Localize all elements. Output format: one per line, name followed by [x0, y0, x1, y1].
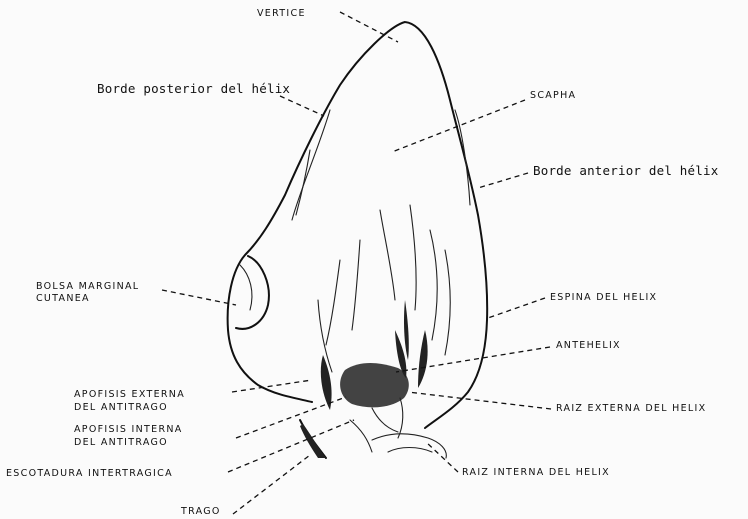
- leader-bolsa: [162, 290, 236, 305]
- raiz-interna-outline: [372, 434, 446, 458]
- leader-apofisis-externa: [232, 380, 312, 392]
- label-bolsa-marginal: BOLSA MARGINAL: [36, 281, 139, 292]
- label-scapha: SCAPHA: [530, 90, 576, 101]
- label-apofisis-externa-2: DEL ANTITRAGO: [74, 402, 168, 413]
- label-raiz-interna: RAIZ INTERNA DEL HELIX: [462, 467, 610, 478]
- leader-trago: [233, 455, 310, 514]
- label-borde-posterior: Borde posterior del hélix: [97, 81, 290, 96]
- label-escotadura: ESCOTADURA INTERTRAGICA: [6, 468, 173, 479]
- leader-vertice: [340, 12, 398, 42]
- label-cutanea: CUTANEA: [36, 293, 90, 304]
- leader-espina: [488, 298, 545, 318]
- leader-raiz-externa: [408, 392, 551, 409]
- label-apofisis-interna: APOFISIS INTERNA: [74, 424, 183, 435]
- leader-borde-anterior: [478, 173, 528, 188]
- leader-scapha: [392, 100, 525, 152]
- leader-escotadura: [228, 420, 354, 472]
- label-espina: ESPINA DEL HELIX: [550, 292, 657, 303]
- leader-apofisis-interna: [236, 397, 346, 438]
- leader-borde-posterior: [280, 96, 324, 116]
- bolsa-marginal-pouch: [236, 256, 269, 329]
- label-apofisis-interna-2: DEL ANTITRAGO: [74, 437, 168, 448]
- label-antehelix: ANTEHELIX: [556, 340, 621, 351]
- label-raiz-externa: RAIZ EXTERNA DEL HELIX: [556, 403, 706, 414]
- antehelix-shading: [340, 363, 409, 407]
- label-apofisis-externa: APOFISIS EXTERNA: [74, 389, 185, 400]
- label-borde-anterior: Borde anterior del hélix: [533, 163, 718, 178]
- label-vertice: VERTICE: [257, 8, 306, 19]
- label-trago: TRAGO: [181, 506, 221, 517]
